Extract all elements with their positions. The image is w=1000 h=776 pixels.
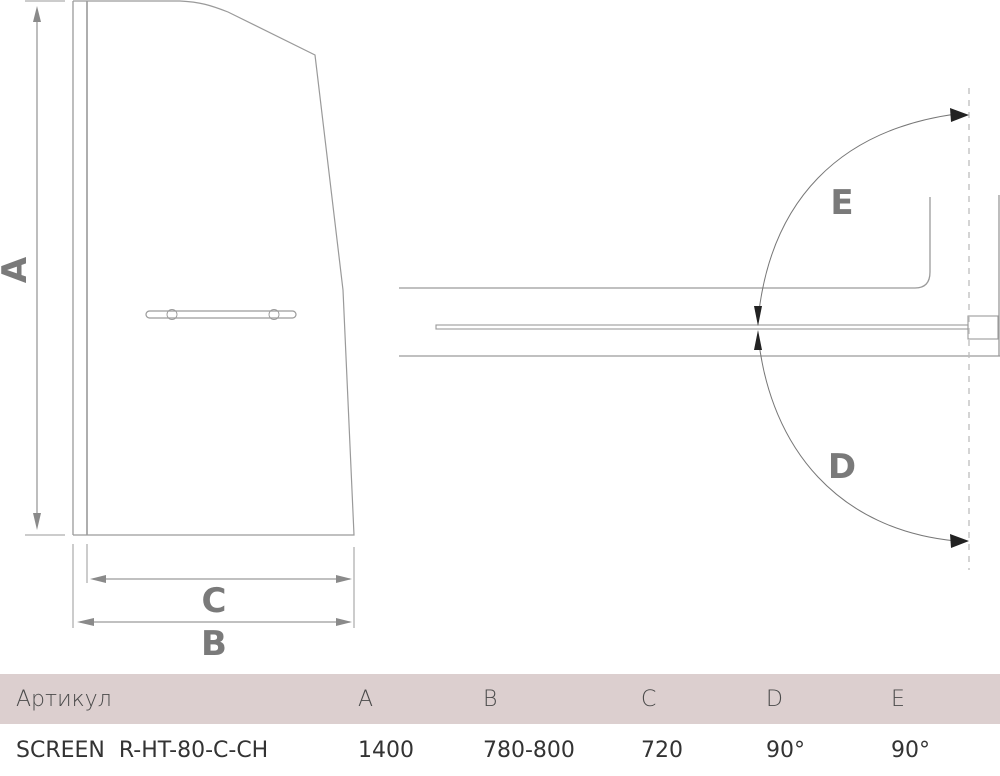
cell-article: SCREEN R-HT-80-C-CH [16, 737, 269, 763]
cell-d: 90° [766, 737, 805, 763]
column-header-article: Артикул [16, 686, 112, 712]
dimension-label-a: A [0, 256, 35, 283]
angle-label-d: D [828, 447, 856, 487]
column-header-b: B [483, 686, 498, 712]
table-row: SCREEN R-HT-80-C-CH 1400 780-800 720 90°… [0, 724, 1000, 776]
front-view [25, 0, 355, 628]
top-view [399, 88, 1000, 570]
cell-c: 720 [641, 737, 683, 763]
angle-arrows [754, 108, 969, 548]
dimension-label-c: C [202, 581, 227, 621]
column-header-a: A [358, 686, 374, 712]
spec-table: Артикул A B C D E SCREEN R-HT-80-C-CH 14… [0, 674, 1000, 776]
cell-b: 780-800 [483, 737, 575, 763]
cell-e: 90° [891, 737, 930, 763]
technical-drawing: A C B E D [0, 0, 1000, 664]
column-header-d: D [766, 686, 783, 712]
spec-table-header: Артикул A B C D E [0, 674, 1000, 724]
angle-label-e: E [830, 183, 853, 223]
cell-a: 1400 [358, 737, 414, 763]
dimension-label-b: B [201, 624, 227, 664]
column-header-e: E [891, 686, 905, 712]
column-header-c: C [641, 686, 657, 712]
